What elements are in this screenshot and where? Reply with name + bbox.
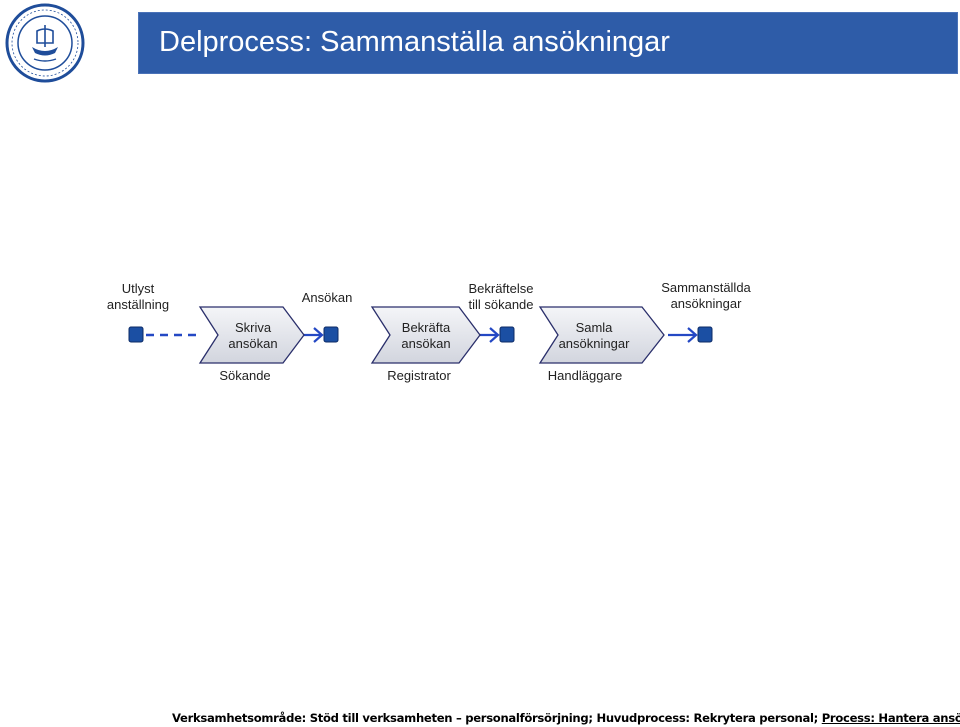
role-label-handlaggare: Handläggare — [547, 368, 623, 383]
university-seal-logo — [5, 3, 85, 83]
footer-prefix: Verksamhetsområde: Stöd till verksamhete… — [172, 711, 822, 725]
process-flow-diagram — [128, 306, 713, 364]
event-node-ansokan — [323, 326, 339, 343]
event-label-ansokan: Ansökan — [301, 290, 353, 305]
role-label-sokande: Sökande — [219, 368, 271, 383]
process-label-bekrafta: Bekräfta ansökan — [401, 320, 451, 351]
event-node-bekraftelse — [499, 326, 515, 343]
event-node-sammanstallda — [697, 326, 713, 343]
page-title: Delprocess: Sammanställa ansökningar — [159, 26, 670, 58]
arrow-bekraftelse — [480, 327, 500, 343]
process-label-samla: Samla ansökningar — [558, 320, 630, 351]
event-node-utlyst — [128, 326, 144, 343]
role-label-registrator: Registrator — [387, 368, 451, 383]
process-chevron-samla — [538, 306, 665, 364]
footer-breadcrumb: Verksamhetsområde: Stöd till verksamhete… — [172, 711, 960, 725]
event-label-utlyst: Utlyst anställning — [106, 281, 170, 312]
arrow-ansokan — [304, 327, 324, 343]
title-bar: Delprocess: Sammanställa ansökningar — [138, 12, 958, 74]
process-chevron-skriva — [198, 306, 305, 364]
arrow-sammanstallda — [668, 327, 698, 343]
process-label-skriva: Skriva ansökan — [228, 320, 278, 351]
event-label-bekraftelse: Bekräftelse till sökande — [468, 281, 534, 312]
process-chevron-bekrafta — [370, 306, 481, 364]
event-label-sammanstallda: Sammanställda ansökningar — [661, 280, 751, 311]
footer-process-link[interactable]: Process: Hantera ansökan — [821, 711, 960, 725]
